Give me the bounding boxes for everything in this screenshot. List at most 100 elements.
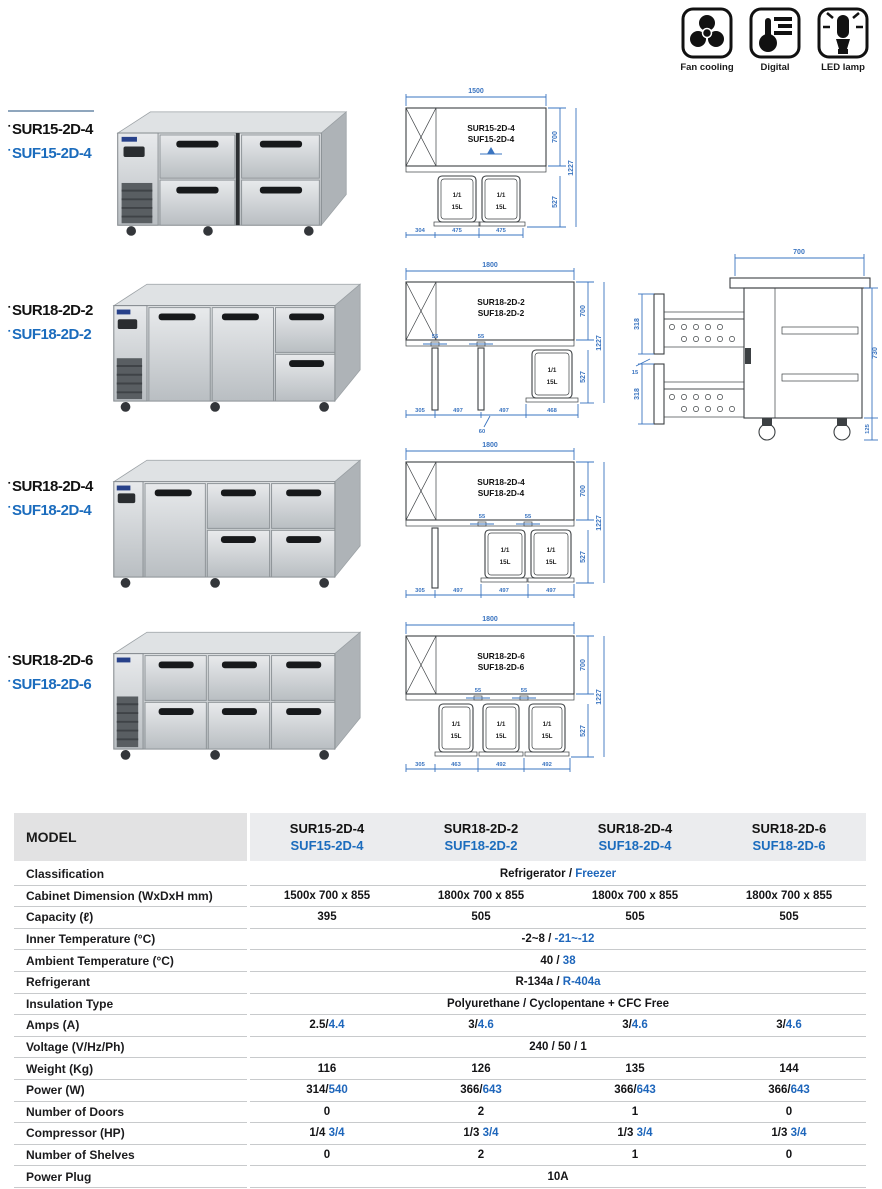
drawer-handle: [176, 186, 219, 194]
model-name-freezer: ▪SUF18-2D-6: [8, 676, 92, 693]
svg-text:527: 527: [580, 371, 587, 383]
model-name-freezer: ▪SUF15-2D-4: [8, 145, 92, 162]
feature-icons: Fan cooling Digital: [678, 6, 872, 73]
perforated-tray: [663, 318, 745, 348]
caster: [833, 423, 851, 441]
svg-text:SUF18-2D-6: SUF18-2D-6: [478, 662, 525, 672]
feature-label: Digital: [760, 62, 790, 73]
svg-text:60: 60: [479, 429, 485, 435]
table-row-refrigerant: Refrigerant R-134a / R-404a: [14, 972, 866, 994]
table-row-amps: Amps (A) 2.5/4.4 3/4.6 3/4.6 3/4.6: [14, 1015, 866, 1037]
model-name-freezer: ▪SUF18-2D-4: [8, 502, 92, 519]
digital-icon: [749, 7, 801, 59]
svg-text:497: 497: [499, 588, 509, 594]
table-row-capacity: Capacity (ℓ) 395 505 505 505: [14, 907, 866, 929]
svg-text:497: 497: [546, 588, 556, 594]
drawer-handle: [286, 708, 322, 715]
section-divider: [8, 110, 94, 112]
caster: [210, 402, 220, 412]
table-row-insulation-type: Insulation Type Polyurethane / Cyclopent…: [14, 994, 866, 1016]
svg-text:15L: 15L: [542, 733, 553, 740]
svg-text:475: 475: [452, 228, 462, 234]
svg-text:305: 305: [415, 588, 425, 594]
side-view-drawing: 700 318 318 15 730: [632, 249, 879, 441]
door-handle: [221, 313, 259, 321]
dimension-drawing-sur18-2d-4: SUR18-2D-4 SUF18-2D-4 55 55 1/1 15L 1/1 …: [405, 442, 605, 598]
caster: [319, 578, 330, 588]
caster-mount: [837, 418, 847, 426]
door-handle: [158, 313, 196, 321]
table-row-cabinet-dimension: Cabinet Dimension (WxDxH mm) 1500x 700 x…: [14, 886, 866, 908]
svg-text:15L: 15L: [451, 733, 462, 740]
caster: [758, 423, 776, 441]
svg-text:1800: 1800: [482, 442, 498, 449]
brand-logo: [116, 657, 131, 663]
svg-text:475: 475: [496, 228, 506, 234]
model-header-cell: MODEL: [14, 813, 247, 861]
gn-pan: [484, 529, 526, 579]
control-panel: [123, 146, 145, 158]
svg-text:15L: 15L: [496, 733, 507, 740]
product-photo-sur18-2d-2: [112, 283, 362, 412]
divider-post: [431, 347, 439, 411]
svg-text:15L: 15L: [496, 204, 507, 211]
door: [144, 483, 206, 578]
svg-text:304: 304: [415, 228, 425, 234]
led-lamp-icon: [817, 7, 869, 59]
model-name-refrigerator: ▪SUR18-2D-2: [8, 302, 93, 319]
footnote-marker: ▪: [8, 123, 10, 130]
model-name-refrigerator: ▪SUR18-2D-4: [8, 478, 93, 495]
svg-text:55: 55: [525, 514, 532, 520]
drawer-handle: [259, 140, 303, 148]
gn-pan: [531, 349, 573, 399]
table-row-power: Power (W) 314/540 366/643 366/643 366/64…: [14, 1080, 866, 1102]
svg-text:492: 492: [542, 762, 552, 768]
feature-label: LED lamp: [821, 62, 865, 73]
drawer-handle: [286, 536, 322, 543]
svg-text:1227: 1227: [596, 515, 603, 531]
table-row-voltage: Voltage (V/Hz/Ph) 240 / 50 / 1: [14, 1037, 866, 1059]
svg-text:527: 527: [580, 551, 587, 563]
svg-text:700: 700: [793, 249, 805, 256]
drawer-front: [653, 363, 665, 425]
svg-text:SUR15-2D-4: SUR15-2D-4: [467, 123, 515, 133]
svg-text:318: 318: [634, 318, 641, 330]
fan-icon: [681, 7, 733, 59]
svg-text:55: 55: [475, 688, 482, 694]
svg-text:SUF18-2D-2: SUF18-2D-2: [478, 308, 525, 318]
perforated-tray: [663, 388, 745, 418]
gn-pan: [482, 703, 520, 753]
svg-text:SUF15-2D-4: SUF15-2D-4: [468, 134, 515, 144]
door-handle: [154, 489, 192, 497]
table-row-inner-temperature: Inner Temperature (°C) -2~8 / -21~-12: [14, 929, 866, 951]
gn-pan: [481, 175, 521, 223]
dimension-drawing-sur18-2d-6: SUR18-2D-6 SUF18-2D-6 55 55 1/1 15L 1/1 …: [405, 616, 605, 772]
svg-text:497: 497: [453, 408, 463, 414]
svg-text:1227: 1227: [596, 335, 603, 351]
footnote-marker: ▪: [8, 504, 10, 511]
dimension-drawing-sur18-2d-2: SUR18-2D-2 SUF18-2D-2 55 55 1/1 15L 1800…: [405, 262, 605, 435]
model-name-refrigerator: ▪SUR18-2D-6: [8, 652, 93, 669]
table-row-compressor: Compressor (HP) 1/4 3/4 1/3 3/4 1/3 3/4 …: [14, 1123, 866, 1145]
feature-label: Fan cooling: [680, 62, 734, 73]
model-block-1: ▪SUR15-2D-4 ▪SUF15-2D-4: [8, 110, 118, 164]
door: [211, 307, 274, 402]
footnote-marker: ▪: [8, 328, 10, 335]
drawer-handle: [289, 313, 325, 321]
svg-text:55: 55: [479, 514, 486, 520]
svg-text:1500: 1500: [468, 88, 484, 95]
svg-text:1/1: 1/1: [547, 547, 556, 554]
svg-text:305: 305: [415, 762, 425, 768]
caster: [319, 402, 330, 412]
caster: [120, 750, 131, 760]
caster-mount: [762, 418, 772, 426]
svg-text:15L: 15L: [500, 559, 511, 566]
svg-text:15L: 15L: [547, 379, 558, 386]
brand-logo: [121, 136, 137, 142]
svg-text:492: 492: [496, 762, 506, 768]
svg-text:15L: 15L: [546, 559, 557, 566]
